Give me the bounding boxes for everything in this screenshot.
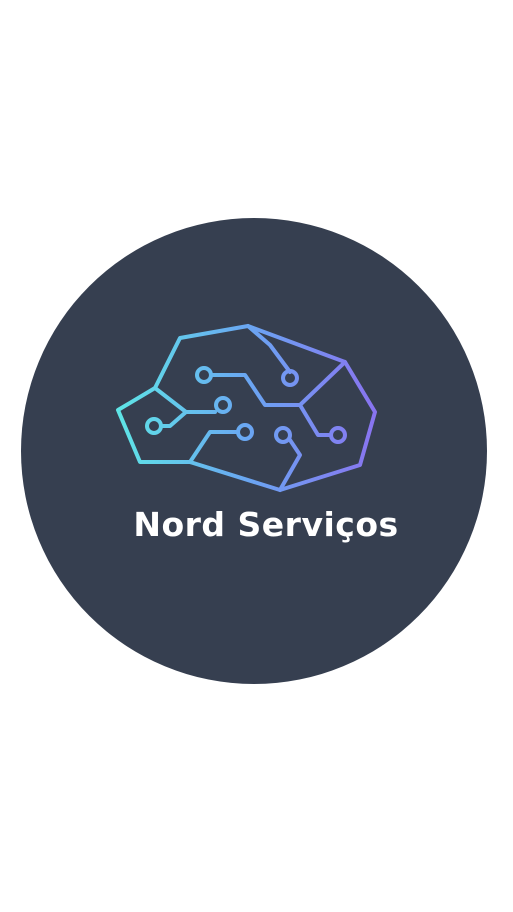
circuit-node: [195, 366, 213, 384]
circuit-node: [145, 417, 163, 435]
circuit-trace: [153, 386, 217, 414]
circuit-node: [329, 426, 347, 444]
circuit-trace: [160, 410, 188, 428]
circuit-trace: [246, 324, 292, 374]
circuit-node: [274, 426, 292, 444]
circuit-trace: [298, 403, 332, 437]
brain-outline: [116, 324, 377, 492]
circuit-node: [236, 423, 254, 441]
brand-name: Nord Serviços: [133, 505, 399, 544]
circuit-trace: [210, 360, 347, 407]
circuit-trace: [188, 430, 240, 464]
circuit-node: [281, 369, 299, 387]
circuit-node: [214, 396, 232, 414]
circuit-trace: [278, 438, 302, 492]
logo-disc: [21, 218, 487, 684]
